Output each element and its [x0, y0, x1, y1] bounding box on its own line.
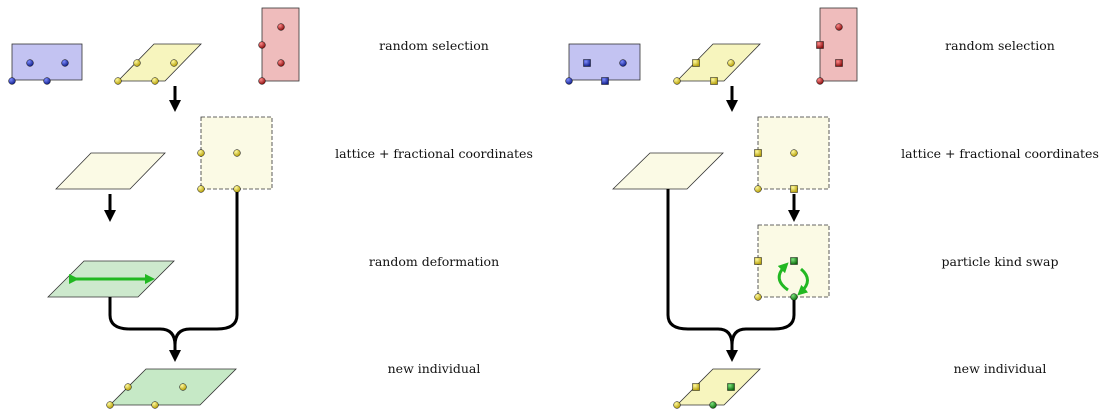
right-merge-path-lattice: [666, 189, 734, 346]
swap-arrow-left: [777, 262, 789, 292]
right-fractional-coordinates-cell: [754, 116, 830, 193]
swap-arrow-right: [797, 267, 809, 296]
right-swap-cell: [754, 224, 830, 301]
left-red-parent-cell: [258, 7, 300, 85]
left-label-selection: random selection: [379, 38, 489, 53]
left-fractional-coordinates-cell: [197, 116, 273, 193]
left-merge-path-coordinates: [169, 192, 239, 362]
right-yellow-parent-cell: [673, 43, 761, 85]
right-merge-path-swap: [726, 300, 796, 362]
left-label-operation: random deformation: [369, 254, 499, 269]
left-label-result: new individual: [388, 361, 481, 376]
left-lattice-cell: [55, 152, 166, 190]
right-label-lattice: lattice + fractional coordinates: [901, 146, 1099, 161]
right-label-selection: random selection: [945, 38, 1055, 53]
left-blue-parent-cell: [8, 43, 83, 85]
left-panel: random selection lattice + fractional co…: [8, 7, 533, 409]
right-new-individual-cell: [673, 368, 761, 409]
right-red-parent-cell: [816, 7, 858, 85]
left-yellow-parent-cell: [114, 43, 202, 85]
left-label-lattice: lattice + fractional coordinates: [335, 146, 533, 161]
right-label-result: new individual: [954, 361, 1047, 376]
right-blue-parent-cell: [565, 43, 641, 85]
right-lattice-cell: [612, 152, 724, 190]
left-deformed-lattice-cell: [47, 260, 175, 298]
right-label-operation: particle kind swap: [942, 254, 1059, 269]
left-merge-path-lattice: [108, 297, 177, 346]
left-new-individual-cell: [106, 368, 237, 409]
right-panel: random selection lattice + fractional co…: [565, 7, 1099, 409]
